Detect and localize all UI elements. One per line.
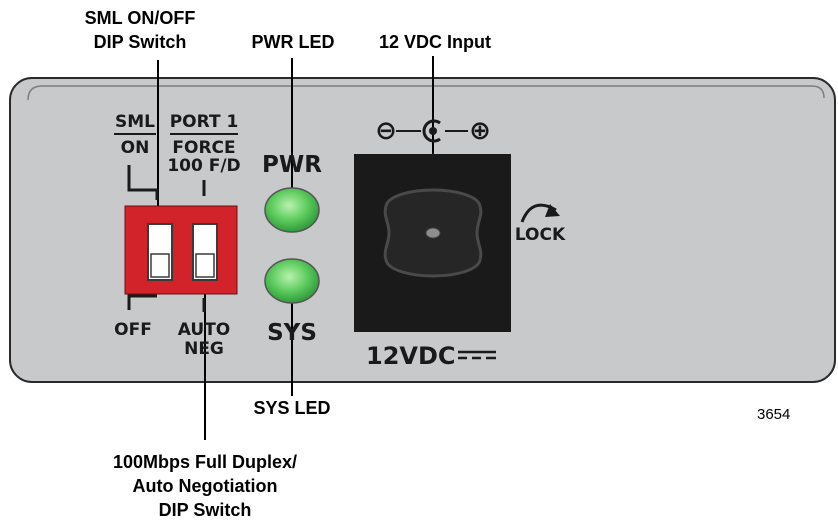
panel-top-lip [27, 85, 825, 101]
dc-polarity-icon: ⊖ ⊕ [375, 116, 491, 146]
neg-label: NEG [184, 339, 224, 359]
dc-jack-pin [425, 227, 441, 239]
sys-label: SYS [267, 320, 317, 346]
port-switch-callout-line3: DIP Switch [158, 500, 252, 520]
force-label: FORCE [172, 138, 235, 158]
port-label: PORT 1 [170, 112, 239, 132]
sys-led-callout: SYS LED [253, 398, 331, 418]
port-switch-callout-line2: Auto Negotiation [132, 476, 278, 496]
on-position-marker [127, 165, 159, 200]
polarity-dot [429, 127, 437, 135]
lock-rotate-icon [520, 203, 560, 223]
off-position-marker [127, 294, 157, 310]
auto-label: AUTO [178, 320, 231, 340]
voltage-label: 12VDC [366, 342, 456, 370]
polarity-plus: ⊕ [469, 116, 491, 146]
figure-number: 3654 [757, 406, 791, 423]
port-dip-toggle [195, 253, 215, 278]
dc-input-callout: 12 VDC Input [378, 32, 491, 52]
pwr-label: PWR [262, 152, 322, 178]
on-label: ON [121, 138, 150, 158]
sml-switch-callout-line1: SML ON/OFF [84, 8, 196, 28]
polarity-c-shape [422, 119, 441, 143]
sys-led [264, 258, 320, 304]
off-label: OFF [114, 320, 152, 340]
port-switch-callout-line1: 100Mbps Full Duplex/ [112, 452, 298, 472]
sml-switch-callout-line2: DIP Switch [93, 32, 187, 52]
lock-label: LOCK [515, 225, 566, 245]
pwr-led-callout: PWR LED [251, 32, 335, 52]
lock-arrow-head [545, 204, 560, 217]
sml-switch-callout: SML ON/OFF DIP Switch [60, 6, 220, 54]
polarity-minus: ⊖ [375, 116, 397, 146]
port-switch-callout: 100Mbps Full Duplex/ Auto Negotiation DI… [60, 450, 350, 522]
sml-dip-toggle [150, 253, 170, 278]
dip-switch-block [124, 205, 238, 295]
pwr-led [264, 187, 320, 233]
sml-label: SML [115, 112, 155, 132]
dc-symbol-icon [458, 350, 496, 360]
speed-label: 100 F/D [167, 156, 240, 176]
